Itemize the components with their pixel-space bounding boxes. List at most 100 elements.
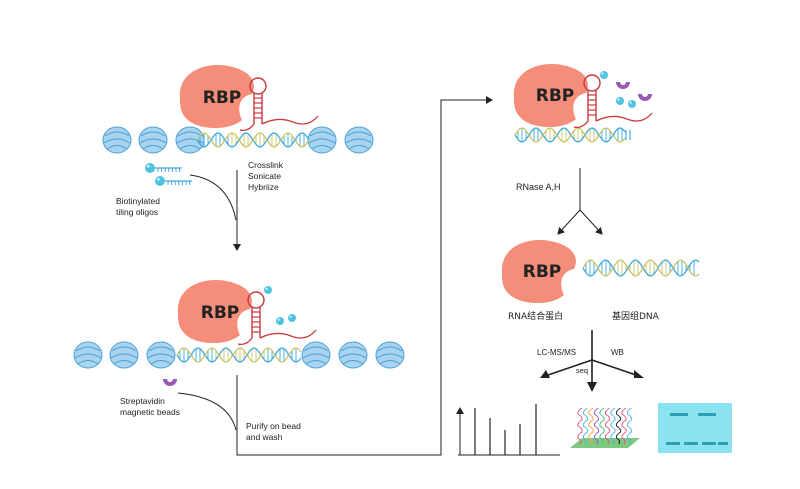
rna-hairpin-2 (237, 291, 317, 346)
rna-tail (259, 329, 317, 339)
sequencing-read (588, 407, 594, 445)
beads-3 (600, 71, 652, 140)
nucleosome-icon (344, 126, 374, 154)
sequencing-read (599, 407, 605, 445)
nucleosome-icon (73, 341, 103, 369)
sequencing-read (621, 407, 627, 445)
sequencing-read (615, 407, 622, 445)
streptavidin-bead-icon (616, 82, 630, 89)
dna-strand (176, 347, 302, 363)
biotin-bead-icon (145, 163, 155, 173)
label-seq: seq (576, 366, 589, 375)
nucleosome-icon (138, 126, 168, 154)
sequencing-read (593, 407, 600, 445)
rbp-blob (513, 64, 588, 128)
dna-helix-1 (196, 132, 310, 148)
dna-strand (514, 127, 626, 143)
biotin-bead-icon (276, 317, 284, 325)
rbp-label-1: RBP (203, 88, 242, 108)
rbp-protein-3 (513, 64, 588, 128)
label-wash: and wash (246, 432, 283, 442)
biotin-bead-icon (288, 314, 296, 322)
biotin-bead-icon (264, 286, 272, 294)
rbp-protein-4 (501, 240, 576, 304)
biotin-bead-icon (155, 176, 165, 186)
nucleosome-icon (109, 341, 139, 369)
nucleosome-icon (146, 341, 176, 369)
rbp-blob (179, 65, 254, 129)
label-crosslink: Crosslink (248, 160, 283, 170)
dna-helix-2 (176, 347, 302, 363)
mass-spectrum-icon (456, 404, 560, 456)
rbp-blob (501, 240, 576, 304)
arrow-purify-connector (236, 96, 493, 456)
streptavidin-bead-icon (638, 94, 652, 101)
rbp-blob (177, 280, 252, 344)
rna-tail (573, 120, 589, 129)
sequencing-read (626, 407, 633, 445)
biotin-oligo-icon (145, 163, 182, 173)
western-blot-icon (658, 403, 732, 453)
sequencing-read (610, 407, 616, 445)
label-rnase: RNase A,H (516, 182, 561, 192)
label-streptavidin: Streptavidin (120, 396, 165, 406)
sequencing-reads-icon (570, 407, 640, 448)
rna-tail (261, 115, 319, 125)
sequencing-read (577, 407, 583, 445)
biotin-oligo-probes (145, 163, 192, 186)
biotin-bead-icon (616, 97, 624, 105)
label-rna-binding-protein: RNA结合蛋白 (508, 312, 564, 322)
nucleosome-icon (102, 126, 132, 154)
rna-loop (249, 77, 267, 95)
rbp-label-2: RBP (201, 303, 240, 323)
dna-helix-4 (582, 259, 700, 277)
label-sonicate: Sonicate (248, 171, 282, 181)
dna-strand (514, 127, 626, 143)
biotin-oligo-icon (155, 176, 192, 186)
label-biotinylated: Biotinylated (116, 196, 160, 206)
dna-strand (176, 347, 302, 363)
nucleosome-icon (375, 341, 405, 369)
nucleosome-row-1 (102, 126, 374, 154)
panel-3-eluted-complex (513, 64, 653, 143)
sequencing-read (582, 407, 589, 445)
nucleosome-icon (301, 341, 331, 369)
dna-helix-3 (514, 127, 626, 143)
label-magnetic-beads: magnetic beads (120, 407, 181, 417)
dna-strand (582, 259, 700, 277)
rna-tail (595, 112, 653, 122)
nucleosome-icon (307, 126, 337, 154)
label-wb: WB (611, 348, 624, 357)
arrow-rnase-fork (557, 168, 603, 235)
label-hybridize: Hybriize (248, 182, 279, 192)
rbp-label-4: RBP (523, 262, 562, 282)
arrow-analysis-fork (540, 330, 644, 392)
arrow-curve-2 (177, 392, 237, 431)
label-tiling-oligos: tiling oligos (116, 207, 159, 217)
dna-strand (196, 132, 310, 148)
sequencing-read (604, 407, 611, 445)
dna-strand (582, 259, 700, 277)
label-purify: Purify on bead (246, 421, 301, 431)
arrow-curve-1 (189, 174, 237, 221)
streptavidin-bead-icon (163, 379, 177, 386)
panel-1-chromatin (102, 65, 374, 186)
nucleosome-icon (338, 341, 368, 369)
rna-loop (247, 291, 265, 309)
rbp-protein-1 (179, 65, 254, 129)
rbp-label-3: RBP (536, 86, 575, 106)
biotin-bead-icon (600, 71, 608, 79)
panel-2-capture (73, 280, 405, 386)
rna-hairpin-3 (573, 74, 653, 129)
biotin-bead-icon (628, 100, 636, 108)
beads-2 (163, 286, 296, 386)
nucleosome-row-2 (73, 341, 405, 369)
rbp-protein-2 (177, 280, 252, 344)
rna-loop (583, 74, 601, 92)
nucleosome-icon (175, 126, 205, 154)
panel-4-separated (501, 240, 700, 304)
rna-tail (237, 337, 253, 346)
rna-tail (239, 123, 255, 132)
label-lcms: LC-MS/MS (537, 348, 577, 357)
